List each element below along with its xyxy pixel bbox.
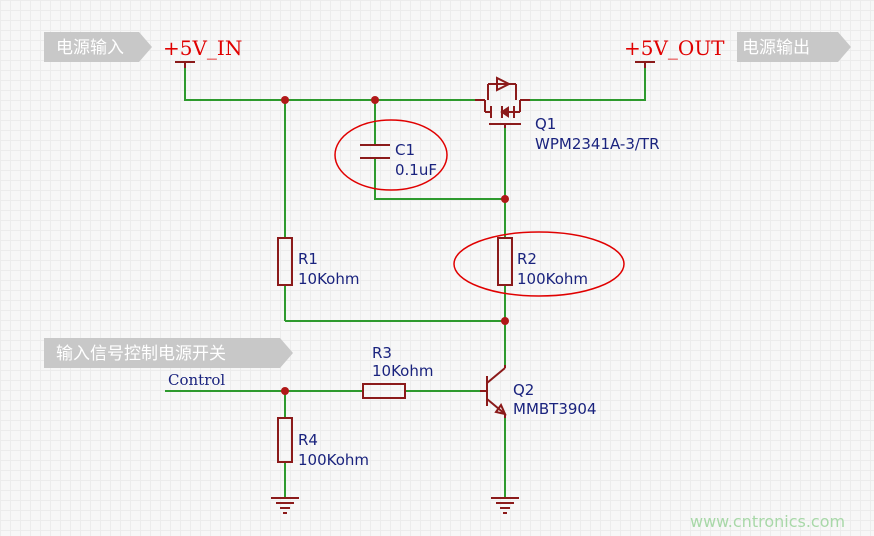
net-label-control: Control — [168, 371, 225, 389]
junction-dot — [501, 317, 509, 325]
net-label-vout: +5V_OUT — [624, 36, 725, 60]
c1-value: 0.1uF — [395, 161, 437, 179]
junction-dot — [281, 387, 289, 395]
tag-power-out-text: 电源输出 — [742, 38, 810, 58]
highlight-ellipse-r2 — [453, 231, 625, 297]
resistor-r1-symbol — [277, 237, 293, 286]
r2-value: 100Kohm — [517, 270, 588, 288]
q1-ref: Q1 — [535, 115, 556, 133]
ground-icon — [271, 497, 299, 514]
ground-icon — [491, 497, 519, 514]
tag-power-in-text: 电源输入 — [56, 38, 124, 58]
junction-dot — [371, 96, 379, 104]
r3-value: 10Kohm — [372, 362, 433, 380]
r4-value: 100Kohm — [298, 451, 369, 469]
r4-ref: R4 — [298, 431, 318, 449]
r1-ref: R1 — [298, 250, 318, 268]
tag-power-in: 电源输入 — [44, 32, 152, 62]
mosfet-q1-symbol — [475, 76, 530, 128]
power-port-vout — [635, 61, 655, 68]
q2-value: MMBT3904 — [513, 400, 597, 418]
tag-power-out: 电源输出 — [737, 32, 851, 62]
q2-ref: Q2 — [513, 381, 534, 399]
net-label-vin: +5V_IN — [163, 36, 242, 60]
tag-control-switch-text: 输入信号控制电源开关 — [56, 344, 226, 364]
resistor-r2-symbol — [497, 237, 513, 286]
q1-value: WPM2341A-3/TR — [535, 135, 660, 153]
r3-ref: R3 — [372, 344, 392, 362]
wire-c1-bottom — [374, 158, 505, 200]
wire-vout-rail — [530, 62, 646, 101]
r1-value: 10Kohm — [298, 270, 359, 288]
transistor-q2-symbol — [480, 365, 507, 418]
junctions — [281, 96, 509, 395]
r2-ref: R2 — [517, 250, 537, 268]
power-port-vin — [175, 61, 195, 68]
junction-dot — [281, 96, 289, 104]
capacitor-c1-symbol — [360, 144, 390, 159]
watermark: www.cntronics.com — [690, 512, 845, 531]
junction-dot — [501, 195, 509, 203]
resistor-r4-symbol — [277, 417, 293, 463]
wire-vin-rail — [184, 62, 475, 101]
resistor-r3-symbol — [362, 383, 406, 399]
highlight-ellipse-c1 — [334, 119, 448, 191]
tag-control-switch: 输入信号控制电源开关 — [44, 338, 293, 368]
c1-ref: C1 — [395, 141, 415, 159]
